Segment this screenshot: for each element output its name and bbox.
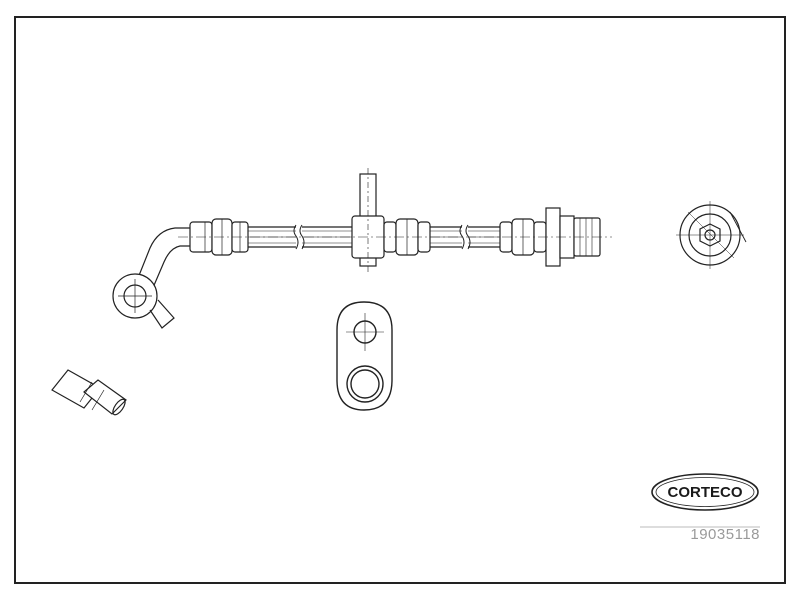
middle-bracket: [351, 168, 385, 272]
brake-hose-assembly: [112, 168, 612, 329]
hose-section-1: [248, 224, 352, 250]
end-fitting: [545, 207, 601, 267]
brand-logo: CORTECO: [651, 473, 759, 511]
frame-border: [14, 16, 786, 584]
connector-detail: [51, 369, 127, 416]
logo-text: CORTECO: [668, 484, 743, 501]
banjo-fitting: [112, 273, 175, 329]
end-view: [676, 201, 747, 269]
bracket-detail: [336, 301, 393, 411]
part-number: 19035118: [690, 526, 760, 543]
